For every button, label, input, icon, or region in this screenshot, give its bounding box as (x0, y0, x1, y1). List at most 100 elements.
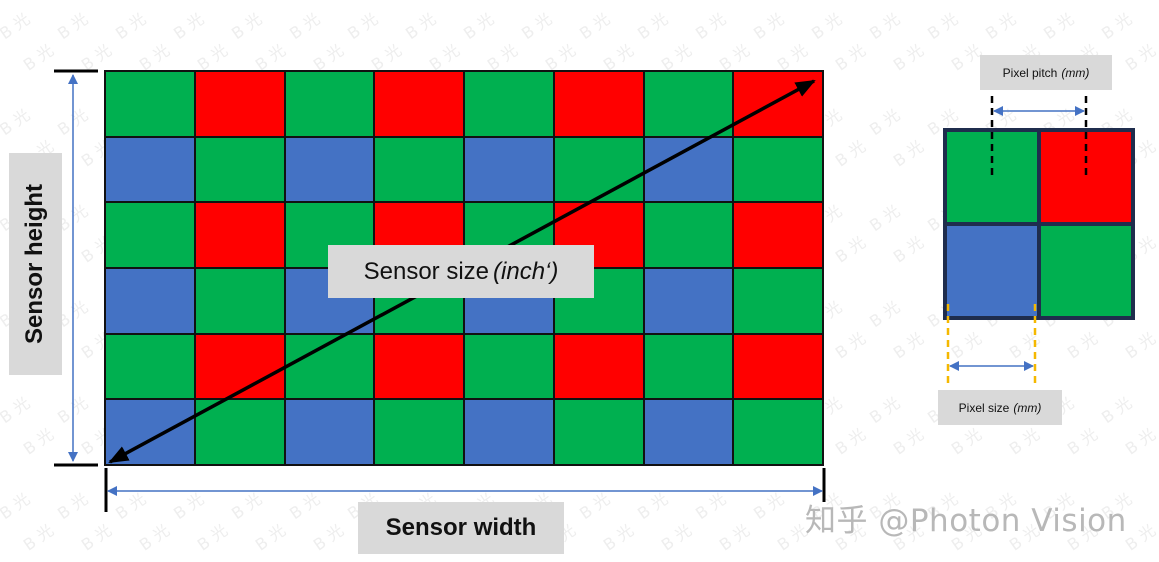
sensor-cell-blue (465, 400, 553, 464)
sensor-width-label: Sensor width (358, 502, 564, 554)
sensor-cell-green (644, 72, 733, 136)
sensor-cell-blue (285, 400, 374, 464)
watermark-tile: B 光 (460, 9, 497, 43)
sensor-cell-blue (644, 137, 733, 202)
watermark-tile: B 光 (20, 425, 57, 459)
sensor-cell-green (195, 400, 284, 464)
watermark-tile: B 光 (890, 233, 927, 267)
watermark-tile: B 光 (832, 425, 869, 459)
pixel-cell-blue (947, 226, 1037, 316)
watermark-tile: B 光 (0, 105, 33, 139)
watermark-tile: B 光 (112, 9, 149, 43)
watermark-tile: B 光 (1006, 329, 1043, 363)
watermark-tile: B 光 (808, 9, 845, 43)
sensor-cell-green (375, 400, 463, 464)
watermark-tile: B 光 (20, 41, 57, 75)
sensor-cell-red (375, 334, 463, 399)
sensor-cell-green (554, 137, 643, 202)
watermark-tile: B 光 (54, 105, 91, 139)
watermark-tile: B 光 (228, 9, 265, 43)
watermark-tile: B 光 (402, 9, 439, 43)
watermark-tile: B 光 (634, 489, 671, 523)
watermark-tile: B 光 (982, 9, 1019, 43)
sensor-cell-red (195, 72, 284, 136)
watermark-tile: B 光 (750, 489, 787, 523)
pixel-size-label: Pixel size (mm) (938, 390, 1062, 425)
watermark-tile: B 光 (890, 137, 927, 171)
watermark-tile: B 光 (866, 105, 903, 139)
sensor-cell-blue (106, 269, 194, 333)
watermark-tile: B 光 (1064, 425, 1101, 459)
watermark-tile: B 光 (692, 489, 729, 523)
sensor-height-text: Sensor height (21, 183, 49, 345)
watermark-tile: B 光 (194, 521, 231, 555)
watermark-tile: B 光 (576, 9, 613, 43)
sensor-cell-green (734, 137, 822, 202)
watermark-tile: B 光 (286, 9, 323, 43)
watermark-tile: B 光 (518, 9, 555, 43)
watermark-tile: B 光 (54, 489, 91, 523)
watermark-tile: B 光 (750, 9, 787, 43)
sensor-cell-green (644, 203, 733, 267)
watermark-tile: B 光 (600, 521, 637, 555)
sensor-cell-red (375, 72, 463, 136)
sensor-cell-blue (644, 400, 733, 464)
watermark-tile: B 光 (1098, 393, 1135, 427)
sensor-size-label: Sensor size (inch‘) (328, 245, 594, 298)
watermark-tile: B 光 (310, 521, 347, 555)
watermark-tile: B 光 (0, 393, 33, 427)
watermark-tile: B 光 (1122, 41, 1159, 75)
watermark-tile: B 光 (832, 137, 869, 171)
watermark-tile: B 光 (0, 9, 33, 43)
watermark-tile: B 光 (54, 393, 91, 427)
sensor-cell-green (644, 334, 733, 399)
watermark-tile: B 光 (890, 329, 927, 363)
watermark-tile: B 光 (658, 521, 695, 555)
pixel-pitch-text: Pixel pitch (1002, 65, 1058, 80)
sensor-cell-green (734, 269, 822, 333)
watermark-tile: B 光 (866, 297, 903, 331)
watermark-tile: B 光 (866, 393, 903, 427)
watermark-tile: B 光 (1040, 9, 1077, 43)
sensor-cell-green (285, 334, 374, 399)
pixel-size-text: Pixel size (958, 400, 1010, 415)
sensor-cell-red (554, 334, 643, 399)
sensor-cell-red (195, 203, 284, 267)
pixel-pitch-label: Pixel pitch (mm) (980, 55, 1112, 90)
watermark-tile: B 光 (832, 329, 869, 363)
watermark-tile: B 光 (20, 521, 57, 555)
watermark-tile: B 光 (170, 9, 207, 43)
watermark-tile: B 光 (1006, 425, 1043, 459)
watermark-tile: B 光 (924, 9, 961, 43)
sensor-cell-red (554, 72, 643, 136)
sensor-cell-red (734, 334, 822, 399)
watermark-tile: B 光 (170, 489, 207, 523)
sensor-cell-green (195, 137, 284, 202)
watermark-tile: B 光 (634, 9, 671, 43)
watermark-tile: B 光 (890, 41, 927, 75)
pixel-cell-green (1041, 226, 1131, 316)
watermark-tile: B 光 (112, 489, 149, 523)
watermark-tile: B 光 (1122, 425, 1159, 459)
watermark-tile: B 光 (832, 233, 869, 267)
watermark-tile: B 光 (866, 201, 903, 235)
watermark-tile: B 光 (228, 489, 265, 523)
sensor-cell-blue (285, 137, 374, 202)
watermark-tile: B 光 (866, 9, 903, 43)
sensor-size-unit: (inch‘) (493, 257, 559, 285)
watermark-tile: B 光 (286, 489, 323, 523)
watermark-tile: B 光 (1122, 329, 1159, 363)
sensor-cell-green (106, 203, 194, 267)
pixel-cell-red (1041, 132, 1131, 222)
sensor-cell-red (734, 72, 822, 136)
watermark-tile: B 光 (0, 489, 33, 523)
watermark-tile: B 光 (78, 521, 115, 555)
watermark-tile: B 光 (948, 329, 985, 363)
watermark-tile: B 光 (54, 9, 91, 43)
sensor-cell-green (734, 400, 822, 464)
watermark-text: 知乎 @Photon Vision (805, 503, 1127, 539)
sensor-cell-green (285, 72, 374, 136)
pixel-detail-grid (943, 128, 1135, 320)
sensor-cell-blue (644, 269, 733, 333)
watermark-tile: B 光 (344, 9, 381, 43)
